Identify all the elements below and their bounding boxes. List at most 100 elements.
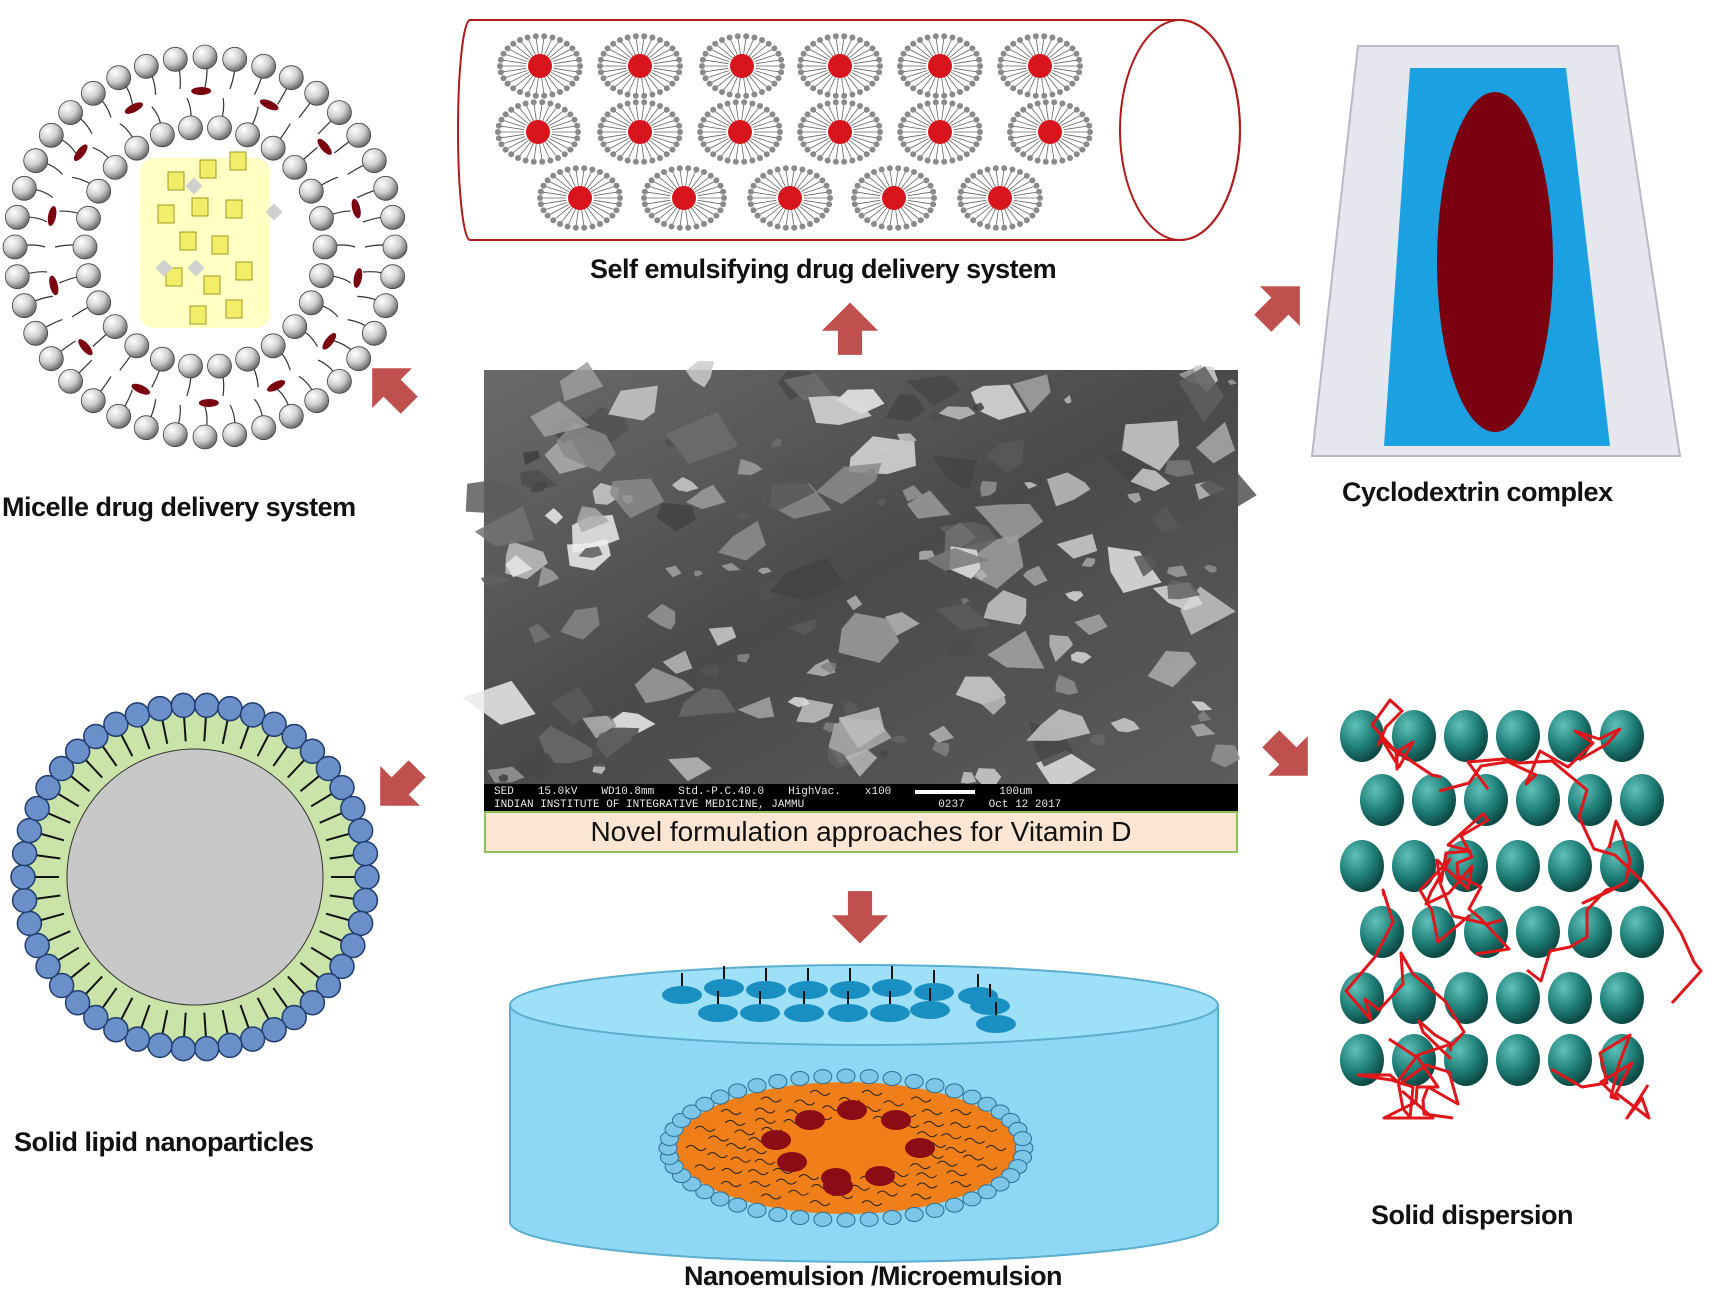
lipid-head xyxy=(86,290,112,316)
surfactant-tail xyxy=(709,72,731,84)
sedds-droplet xyxy=(797,33,883,99)
surfactant-tail xyxy=(1029,105,1044,123)
surfactant-head xyxy=(897,63,903,69)
surfactant-tail xyxy=(627,142,637,161)
drug-core xyxy=(1038,120,1062,144)
lipid-head xyxy=(147,1032,173,1059)
oil-chain xyxy=(910,1193,932,1200)
sem-particle xyxy=(1167,565,1188,578)
surfactant-tail xyxy=(1007,48,1029,60)
surfactant-head xyxy=(977,1096,997,1112)
drug-sphere xyxy=(1620,906,1664,958)
oil-chain xyxy=(685,1145,707,1151)
sem-particle xyxy=(906,490,951,519)
surfactant-head xyxy=(969,146,976,153)
surfactant-head xyxy=(1029,177,1036,184)
surfactant-head xyxy=(712,85,719,92)
sem-particle xyxy=(513,751,557,781)
surfactant-tail xyxy=(949,109,968,125)
sem-particle xyxy=(896,433,917,448)
surfactant-head xyxy=(495,135,502,142)
surfactant-head xyxy=(900,50,907,57)
surfactant-head xyxy=(649,157,656,164)
surfactant-tail xyxy=(649,73,668,89)
surfactant-head xyxy=(797,69,804,76)
surfactant-head xyxy=(617,103,623,109)
surfactant-tail xyxy=(751,138,773,150)
surfactant-tail xyxy=(540,199,567,205)
surfactant-head xyxy=(878,223,885,230)
surfactant-tail xyxy=(972,205,991,221)
surfactant-tail xyxy=(1037,103,1047,122)
lipid-head xyxy=(304,80,330,106)
surfactant-tail xyxy=(500,59,527,65)
surfactant-head xyxy=(617,89,623,95)
surfactant-head xyxy=(917,217,924,224)
drug-droplet xyxy=(905,1138,935,1158)
surfactant-tail xyxy=(1063,125,1090,131)
surfactant-tail xyxy=(952,136,977,145)
sem-particle xyxy=(1063,394,1072,404)
surfactant-head xyxy=(704,111,711,118)
drug-crystal xyxy=(189,305,207,325)
surfactant-tail xyxy=(663,207,678,225)
surfactant-head xyxy=(810,40,817,47)
surfactant-tail xyxy=(907,72,929,84)
surfactant-head xyxy=(841,92,848,99)
surfactant-tail xyxy=(721,75,736,93)
surfactant-head xyxy=(657,89,663,95)
lipid-head xyxy=(83,723,109,750)
surfactant-head xyxy=(804,111,811,118)
surfactant-tail xyxy=(519,39,534,57)
surfactant-tail xyxy=(852,70,877,79)
surfactant-head xyxy=(713,177,720,184)
surfactant-tail xyxy=(750,191,777,197)
surfactant-tail xyxy=(919,39,934,57)
surfactant-tail xyxy=(652,70,677,79)
surfactant-tail xyxy=(592,185,617,194)
surfactant-tail xyxy=(793,208,803,227)
surfactant-head xyxy=(1027,103,1033,109)
sem-particle xyxy=(1012,374,1051,413)
surfactant-tail xyxy=(643,37,653,56)
oil-chain xyxy=(707,1152,728,1159)
surfactant-head xyxy=(724,100,731,107)
sem-particle xyxy=(757,567,772,575)
surfactant-head xyxy=(649,34,656,41)
oil-chain xyxy=(950,1109,972,1115)
surfactant-head xyxy=(632,33,639,40)
surfactant-tail xyxy=(927,76,937,95)
oil-chain xyxy=(809,1089,831,1096)
lipid-head xyxy=(222,422,248,448)
sem-particle xyxy=(678,687,737,718)
sem-particle xyxy=(816,463,882,505)
surfactant-tail xyxy=(1000,59,1027,65)
sem-particle xyxy=(736,512,752,520)
surfactant-head xyxy=(1051,158,1058,165)
surfactant-tail xyxy=(851,114,873,126)
sem-particle xyxy=(708,626,737,646)
surfactant-head xyxy=(563,85,570,92)
surfactant-head xyxy=(1010,116,1017,123)
sem-particle xyxy=(694,570,704,577)
surfactant-tail xyxy=(935,102,939,122)
surfactant-head xyxy=(719,37,725,43)
surfactant-tail xyxy=(635,142,639,162)
surfactant-head xyxy=(754,177,761,184)
surfactant-head xyxy=(676,122,683,129)
surfactant-tail xyxy=(951,72,973,84)
surfactant-head xyxy=(567,146,574,153)
surfactant-head xyxy=(757,155,763,161)
sem-particle xyxy=(1190,723,1216,737)
surfactant-tail xyxy=(907,199,934,205)
sem-particle xyxy=(1107,546,1162,593)
surfactant-tail xyxy=(635,102,639,122)
surfactant-tail xyxy=(1011,180,1033,192)
surfactant-head xyxy=(604,111,611,118)
surfactant-tail xyxy=(1022,139,1041,155)
surfactant-tail xyxy=(652,119,677,128)
surfactant-tail xyxy=(586,171,601,189)
lipid-head xyxy=(162,46,188,72)
surfactant-head xyxy=(917,172,924,179)
surfactant-tail xyxy=(1062,119,1087,128)
